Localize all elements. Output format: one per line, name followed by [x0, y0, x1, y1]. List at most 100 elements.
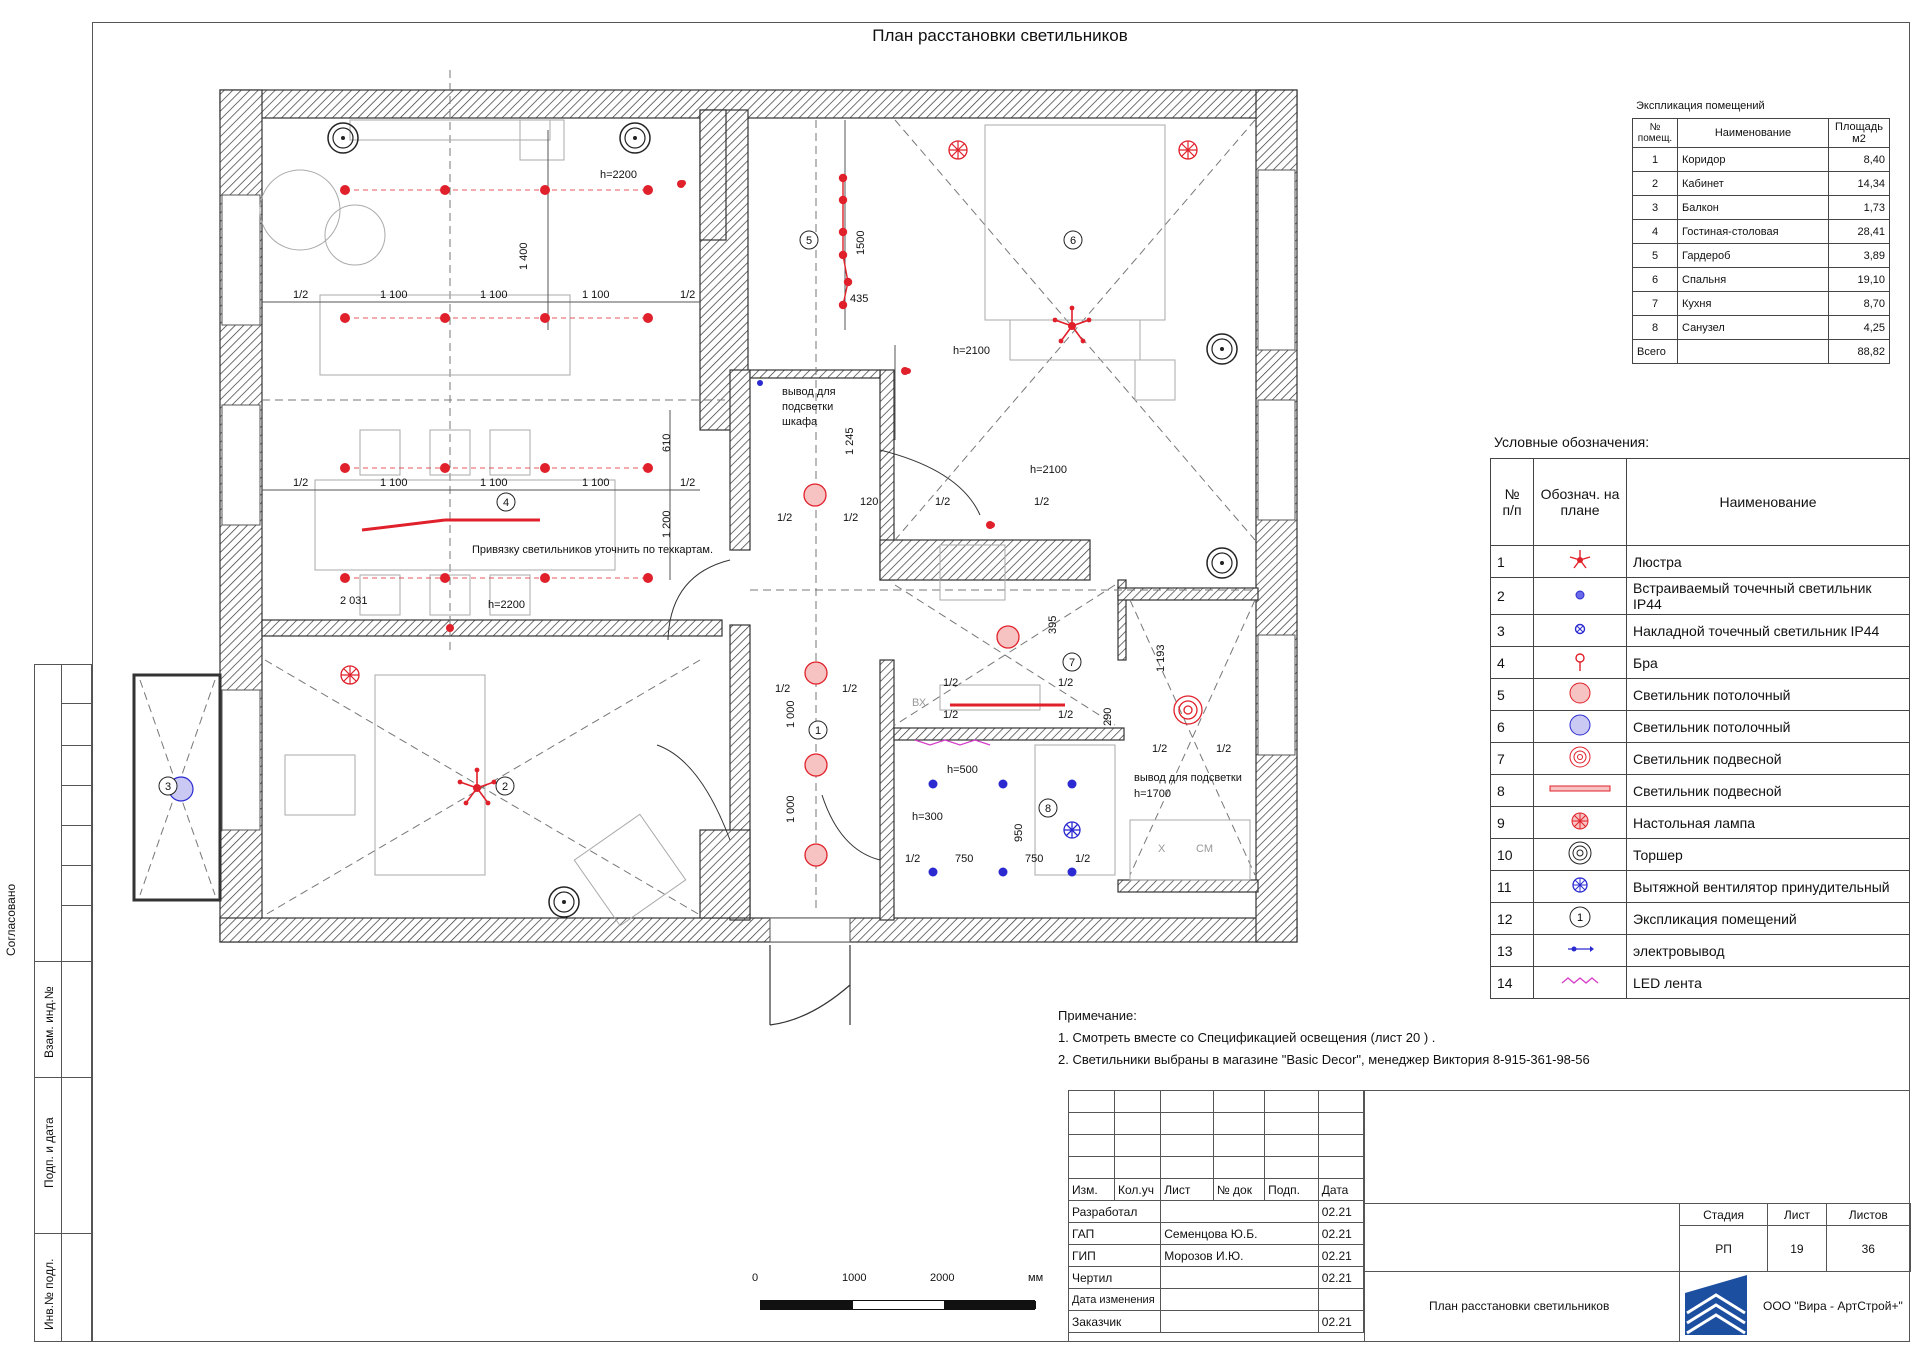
expl-header-area: Площадь м2 — [1828, 118, 1890, 148]
dim-half-p: 1/2 — [1216, 743, 1231, 755]
legend-symbol-ceiling-light-red-icon — [1533, 678, 1627, 711]
dim-1245: 1 245 — [844, 427, 856, 455]
explication-cell: 3,89 — [1828, 243, 1890, 268]
dim-half-e: 1/2 — [777, 512, 792, 524]
dim-1200: 1 200 — [661, 510, 673, 538]
legend-num: 4 — [1490, 646, 1534, 679]
dim-half-r: 1/2 — [1075, 853, 1090, 865]
label-h500: h=500 — [947, 764, 978, 776]
dim-half-j: 1/2 — [842, 683, 857, 695]
explication-cell: 6 — [1632, 267, 1678, 292]
legend-symbol-exhaust-fan-icon — [1533, 870, 1627, 903]
room-num-1: 1 — [815, 725, 821, 737]
legend-symbol-recessed-spot-icon — [1533, 577, 1627, 615]
stamp-role-2: ГАП — [1067, 1222, 1162, 1245]
explication-cell: 8,70 — [1828, 291, 1890, 316]
stamp-h-list: Лист — [1160, 1178, 1214, 1201]
dim-half-k: 1/2 — [943, 677, 958, 689]
side-strip — [34, 664, 93, 1342]
dim-2031: 2 031 — [340, 595, 368, 607]
dim-435: 435 — [850, 293, 868, 305]
label-anchor-note: Привязку светильников уточнить по техкар… — [472, 544, 713, 556]
scale-tick-1000: 1000 — [842, 1272, 867, 1284]
dim-120: 120 — [860, 496, 878, 508]
explication-cell: Спальня — [1677, 267, 1829, 292]
explication-cell: 7 — [1632, 291, 1678, 316]
legend-num: 14 — [1490, 966, 1534, 999]
dim-half-l: 1/2 — [1058, 677, 1073, 689]
dim-1500: 1500 — [855, 231, 867, 255]
explication-cell: 19,10 — [1828, 267, 1890, 292]
legend-num: 11 — [1490, 870, 1534, 903]
room-num-7: 7 — [1069, 657, 1075, 669]
notes-line-2: 2. Светильники выбраны в магазине "Basic… — [1058, 1052, 1590, 1067]
dim-half-a: 1/2 — [293, 289, 308, 301]
explication-cell: 4 — [1632, 219, 1678, 244]
explication-cell: 4,25 — [1828, 315, 1890, 340]
label-bath-note: вывод для подсветки — [1134, 772, 1242, 784]
legend-symbol-table-lamp-icon — [1533, 806, 1627, 839]
legend-name: Экспликация помещений — [1626, 902, 1910, 935]
stamp-h-kol: Кол.уч — [1113, 1178, 1162, 1201]
explication-total-value: 88,82 — [1828, 339, 1890, 364]
legend-num: 10 — [1490, 838, 1534, 871]
walls — [219, 89, 1298, 943]
company-logo — [1685, 1275, 1747, 1335]
legend-name: электровывод — [1626, 934, 1910, 967]
dim-1100-c: 1 100 — [582, 289, 610, 301]
scale-bar — [760, 1300, 1036, 1310]
notes-line-1: 1. Смотреть вместе со Спецификацией осве… — [1058, 1030, 1436, 1045]
stamp-role-4: Чертил — [1067, 1266, 1162, 1289]
explication-cell: Кабинет — [1677, 171, 1829, 196]
explication-cell: Санузел — [1677, 315, 1829, 340]
legend-row: 2 Встраиваемый точечный светильник IP44 — [1490, 577, 1910, 615]
legend-symbol-pendant-linear-icon — [1533, 774, 1627, 807]
explication-cell: Гостиная-столовая — [1677, 219, 1829, 244]
dim-half-h: 1/2 — [1034, 496, 1049, 508]
legend-header-symbol: Обознач. на плане — [1533, 458, 1627, 546]
stamp-role-5: Дата изменения — [1067, 1288, 1162, 1311]
legend-header-num: № п/п — [1490, 458, 1534, 546]
dim-1100-e: 1 100 — [480, 477, 508, 489]
legend-name: LED лента — [1626, 966, 1910, 999]
drawing-frame — [92, 22, 1910, 1342]
legend-num: 7 — [1490, 742, 1534, 775]
legend-symbol-chandelier-icon — [1533, 545, 1627, 578]
legend-name: Светильник потолочный — [1626, 678, 1910, 711]
stamp-h-date: Дата — [1317, 1178, 1365, 1201]
explication-cell: 5 — [1632, 243, 1678, 268]
label-h1700: h=1700 — [1134, 788, 1171, 800]
legend-num: 2 — [1490, 577, 1534, 615]
dim-half-d: 1/2 — [680, 477, 695, 489]
legend-symbol-ceiling-light-blue-icon — [1533, 710, 1627, 743]
explication-caption: Экспликация помещений — [1636, 100, 1765, 112]
dim-1100-b: 1 100 — [480, 289, 508, 301]
scale-tick-0: 0 — [752, 1272, 759, 1284]
explication-cell: 28,41 — [1828, 219, 1890, 244]
explication-total-label: Всего — [1632, 339, 1678, 364]
stamp-h-doc: № док — [1212, 1178, 1266, 1201]
dim-half-b: 1/2 — [680, 289, 695, 301]
legend-name: Встраиваемый точечный светильник IP44 — [1626, 577, 1910, 615]
legend-name: Настольная лампа — [1626, 806, 1910, 839]
legend-row: 14 LED лента — [1490, 966, 1910, 999]
legend-name: Светильник потолочный — [1626, 710, 1910, 743]
label-h300: h=300 — [912, 811, 943, 823]
explication-cell: 8 — [1632, 315, 1678, 340]
label-x: Х — [1158, 843, 1166, 855]
legend-caption: Условные обозначения: — [1494, 434, 1650, 450]
